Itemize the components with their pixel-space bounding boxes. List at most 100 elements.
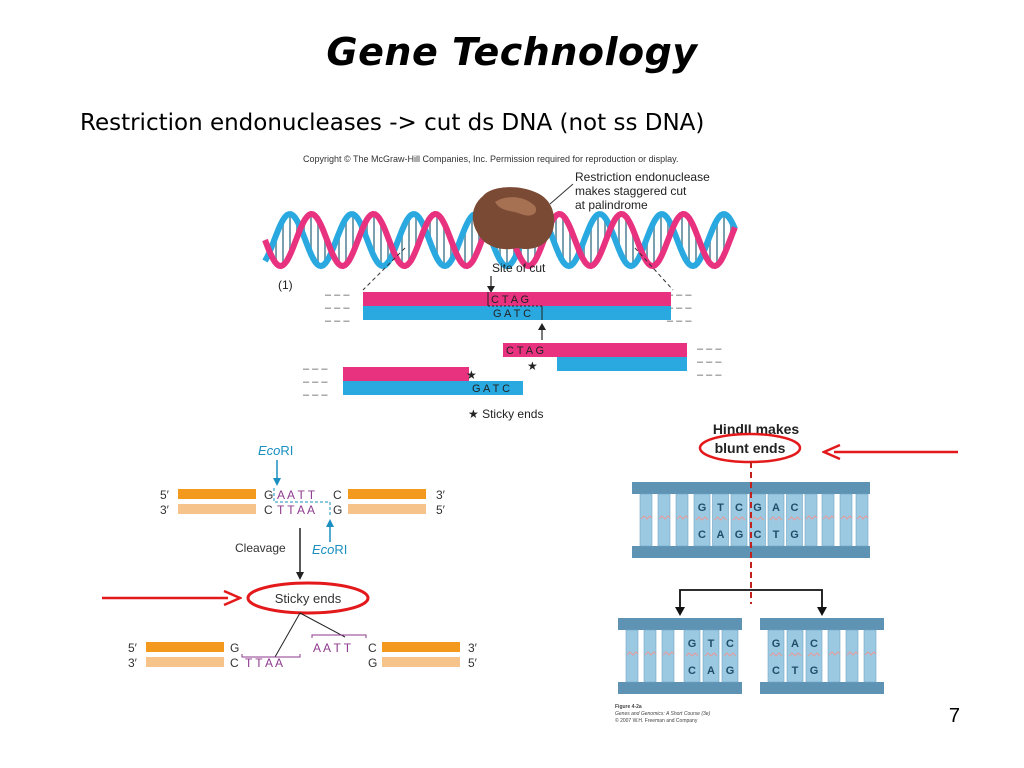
frag-right-bottom-base: G [368,656,377,670]
svg-text:– – –: – – – [303,376,328,388]
top-base-letter: A [791,638,799,650]
split-arrowhead-right [817,607,827,616]
bottom-base-letter: T [792,665,799,677]
bottom-base-letter: G [790,529,799,541]
backbone-top [618,618,742,630]
bottom-left-base: C [264,503,273,517]
left-fragment-sequence: G A T C [472,383,510,395]
bottom-right-5prime: 5′ [436,503,446,517]
blunt-ends-red-arrow [822,443,958,461]
frag-left-overhang-bracket [241,654,301,658]
base-pair-column [639,493,653,547]
bottom-base-letter: A [717,529,725,541]
svg-text:– – –: – – – [697,356,722,368]
split-arrowhead-left [675,607,685,616]
ecori-top-label: EcoRI [258,443,293,458]
right-fragment-sequence: C T A G [506,345,544,357]
hydrogen-bond [828,651,841,656]
top-sequence: C T A G [491,294,529,306]
ecori-bottom-label: EcoRI [312,542,347,557]
svg-text:– – –: – – – [667,315,692,327]
bottom-base-letter: G [810,665,819,677]
cleavage-label: Cleavage [235,541,286,555]
figure-caption-line3: © 2007 W.H. Freeman and Company [615,717,698,724]
base-pair-column [827,629,841,683]
hydrogen-bond [658,515,671,520]
base-pair-column [625,629,639,683]
frag-left-5prime: 5′ [128,641,138,655]
intact-duplex: – – – – – – – – – – – – – – – – – – [325,289,692,327]
sticky-ends-red-arrow [102,589,242,607]
frag-left-bottom-strand [146,657,224,667]
top-base-letter: G [772,638,781,650]
bottom-base-letter: G [726,665,735,677]
top-left-strand [178,489,256,499]
site-of-cut-label: Site of cut [492,261,546,275]
frag-right-top-strand [382,642,460,652]
bottom-right-strand [348,504,426,514]
base-pair-column [863,629,877,683]
top-base-letter: T [708,638,715,650]
page-subtitle: Restriction endonucleases -> cut ds DNA … [80,110,705,136]
hydrogen-bond [788,516,801,521]
right-fragment-star: ★ [527,359,538,373]
top-left-5prime: 5′ [160,488,170,502]
top-right-strand [348,489,426,499]
bottom-base-letter: C [698,529,706,541]
staggered-cut-figure: Copyright © The McGraw-Hill Companies, I… [262,154,738,421]
hydrogen-bond [640,515,653,520]
bottom-base-letter: T [773,529,780,541]
bottom-site-sequence: T T A A [277,503,315,517]
pointer-line-right [299,612,346,638]
hydrogen-bond [626,651,639,656]
top-right-3prime: 3′ [436,488,446,502]
callout-line-1: Restriction endonuclease [575,170,710,184]
hydrogen-bond [840,515,853,520]
hydrogen-bond [805,515,818,520]
copyright-text: Copyright © The McGraw-Hill Companies, I… [303,154,678,164]
top-base-letter: C [810,638,818,650]
zoom-line-left [362,247,406,291]
svg-text:– – –: – – – [303,363,328,375]
top-base-letter: G [753,502,762,514]
top-right-base: C [333,488,342,502]
top-base-letter: C [726,638,734,650]
bottom-left-3prime: 3′ [160,503,170,517]
frag-left-overhang: T T A A [245,656,283,670]
frag-right-top-base: C [368,641,377,655]
top-base-letter: A [772,502,780,514]
hydrogen-bond [769,516,783,521]
hydrogen-bond [856,515,869,520]
bottom-base-letter: C [772,665,780,677]
callout-leader-line [549,183,574,205]
frag-right-3prime: 3′ [468,641,478,655]
hydrogen-bond [807,652,821,657]
left-fragment: – – – – – – – – – [303,363,523,401]
hydrogen-bond [769,652,783,657]
hydrogen-bond [644,651,657,656]
top-base-letter: G [698,502,707,514]
base-pair-column [839,493,853,547]
callout-line-2: makes staggered cut [575,184,687,198]
hydrogen-bond [662,651,675,656]
page-title: Gene Technology [326,30,698,74]
hindii-title-line2: blunt ends [715,440,786,456]
hydrogen-bond [723,652,737,657]
hydrogen-bond [788,652,802,657]
backbone-bottom [618,682,742,694]
sticky-ends-highlight-circle [246,581,370,615]
hindii-title-line1: HindII makes [713,421,800,437]
base-pair-column [804,493,818,547]
hydrogen-bond [676,515,689,520]
callout-line-3: at palindrome [575,198,648,212]
base-pair-column [661,629,675,683]
base-pair-column [657,493,671,547]
left-fragment-star: ★ [466,368,477,382]
base-pair-column [675,493,689,547]
top-base-letter: C [791,502,799,514]
sticky-ends-legend: ★ Sticky ends [468,407,543,421]
base-pair-column [845,629,859,683]
svg-text:– – –: – – – [667,302,692,314]
